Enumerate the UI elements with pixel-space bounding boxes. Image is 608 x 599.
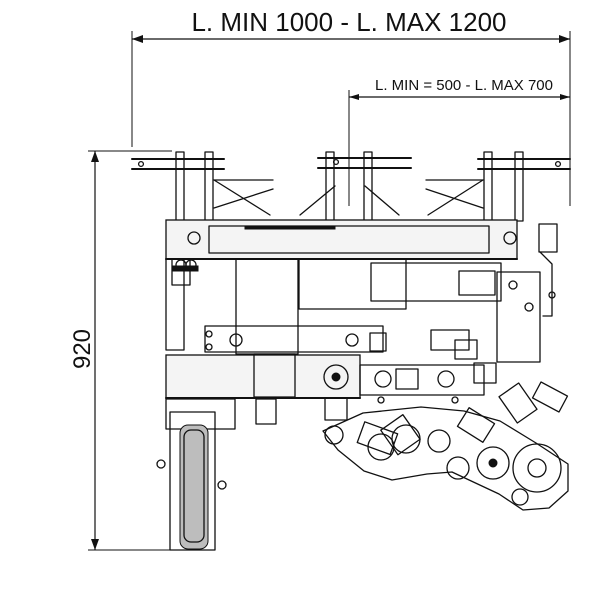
- overall-width-label: L. MIN 1000 - L. MAX 1200: [191, 7, 506, 37]
- inner-width-dimension: L. MIN = 500 - L. MAX 700: [348, 77, 571, 206]
- top-mounts: [131, 151, 571, 249]
- height-label: 920: [69, 329, 96, 369]
- overall-width-dimension: L. MIN 1000 - L. MAX 1200: [131, 7, 571, 147]
- actuator-assembly: [204, 325, 478, 360]
- wheel-assembly: [156, 397, 348, 551]
- upper-crossbar: [165, 219, 558, 317]
- inner-width-label: L. MIN = 500 - L. MAX 700: [375, 77, 553, 94]
- lower-right-mechanism: [322, 381, 569, 511]
- hardware-details: [175, 259, 556, 404]
- main-frame: [165, 258, 541, 363]
- lower-beam: [165, 353, 497, 399]
